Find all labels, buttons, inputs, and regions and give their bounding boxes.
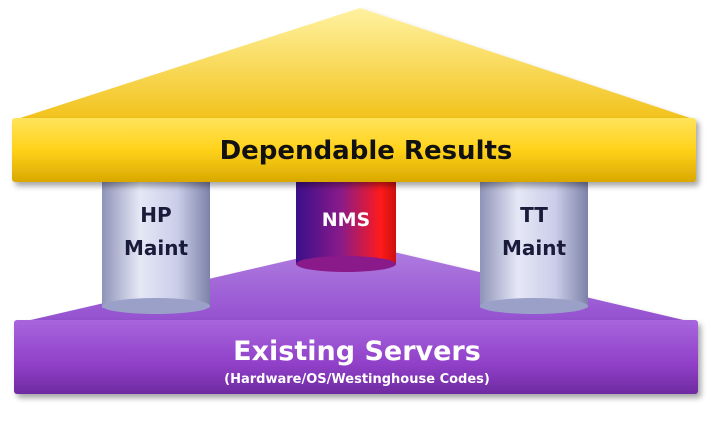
base-block: [14, 320, 698, 394]
pillar-nms-label: NMS: [322, 209, 371, 231]
pillar-tt-line1: TT: [520, 203, 548, 227]
base-subtitle: (Hardware/OS/Westinghouse Codes): [224, 372, 490, 387]
pillar-nms: NMS: [296, 176, 396, 272]
base-title: Existing Servers: [233, 336, 481, 367]
pillar-hp-line2: Maint: [124, 236, 188, 260]
pillar-hp-maint: HP Maint: [102, 176, 210, 314]
pillar-tt-line2: Maint: [502, 236, 566, 260]
roof-pediment: [14, 8, 696, 120]
pillar-hp-line1: HP: [140, 203, 171, 227]
pillar-tt-maint: TT Maint: [480, 176, 588, 314]
roof-beam: [12, 118, 696, 182]
roof-label: Dependable Results: [220, 136, 513, 166]
